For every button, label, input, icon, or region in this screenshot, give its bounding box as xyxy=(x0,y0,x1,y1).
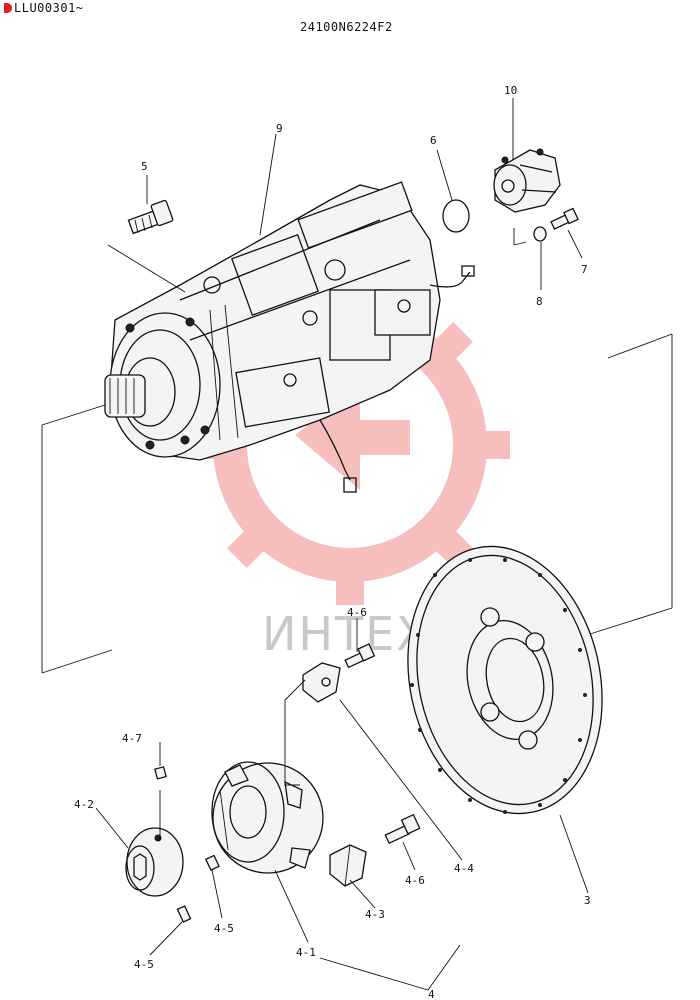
serial-range-label: LLU00301~ xyxy=(4,1,84,15)
callout-4-6-upper: 4-6 xyxy=(347,606,367,619)
gear-pump-10 xyxy=(493,148,561,213)
watermark-text: ИНТЕХ xyxy=(262,607,430,661)
bolt-7 xyxy=(550,207,579,230)
callout-4-4: 4-4 xyxy=(454,862,474,875)
callout-4-1: 4-1 xyxy=(296,946,316,959)
leader-lines xyxy=(41,98,673,991)
coupling-plate-3 xyxy=(407,545,603,815)
callout-4-3: 4-3 xyxy=(365,908,385,921)
callout-5: 5 xyxy=(141,160,148,173)
callout-7: 7 xyxy=(581,263,588,276)
wedge-block-4-4 xyxy=(302,662,341,703)
callout-6: 6 xyxy=(430,134,437,147)
callout-9: 9 xyxy=(276,122,283,135)
serial-range-text: LLU00301~ xyxy=(14,1,84,15)
callout-8: 8 xyxy=(536,295,543,308)
main-pump-assembly xyxy=(104,181,475,493)
callout-10: 10 xyxy=(504,84,517,97)
callout-4-5-right: 4-5 xyxy=(214,922,234,935)
callout-3: 3 xyxy=(584,894,591,907)
wedge-block-4-3 xyxy=(329,844,367,887)
coupling-element-4-1 xyxy=(211,761,324,874)
callout-4-5-left: 4-5 xyxy=(134,958,154,971)
set-screw-4-7 xyxy=(154,766,167,780)
part-number-label: 24100N6224F2 xyxy=(300,20,393,34)
o-ring-6 xyxy=(442,199,470,233)
washer-8 xyxy=(533,226,547,242)
pin-4-5-right xyxy=(204,854,220,871)
pin-4-5-left xyxy=(176,905,192,923)
callout-4-6-lower: 4-6 xyxy=(405,874,425,887)
hub-4-2 xyxy=(125,827,184,897)
bolt-5 xyxy=(127,199,174,235)
bolt-4-6-upper xyxy=(344,643,376,669)
corner-logo-icon xyxy=(4,3,12,13)
callout-4-2: 4-2 xyxy=(74,798,94,811)
callout-4: 4 xyxy=(428,988,435,1000)
bolt-4-6-lower xyxy=(384,813,421,845)
callout-4-7: 4-7 xyxy=(122,732,142,745)
callout-labels: 10 9 6 5 7 8 4-6 4-7 4-2 4-5 4-5 4-1 4-3… xyxy=(74,84,591,1000)
